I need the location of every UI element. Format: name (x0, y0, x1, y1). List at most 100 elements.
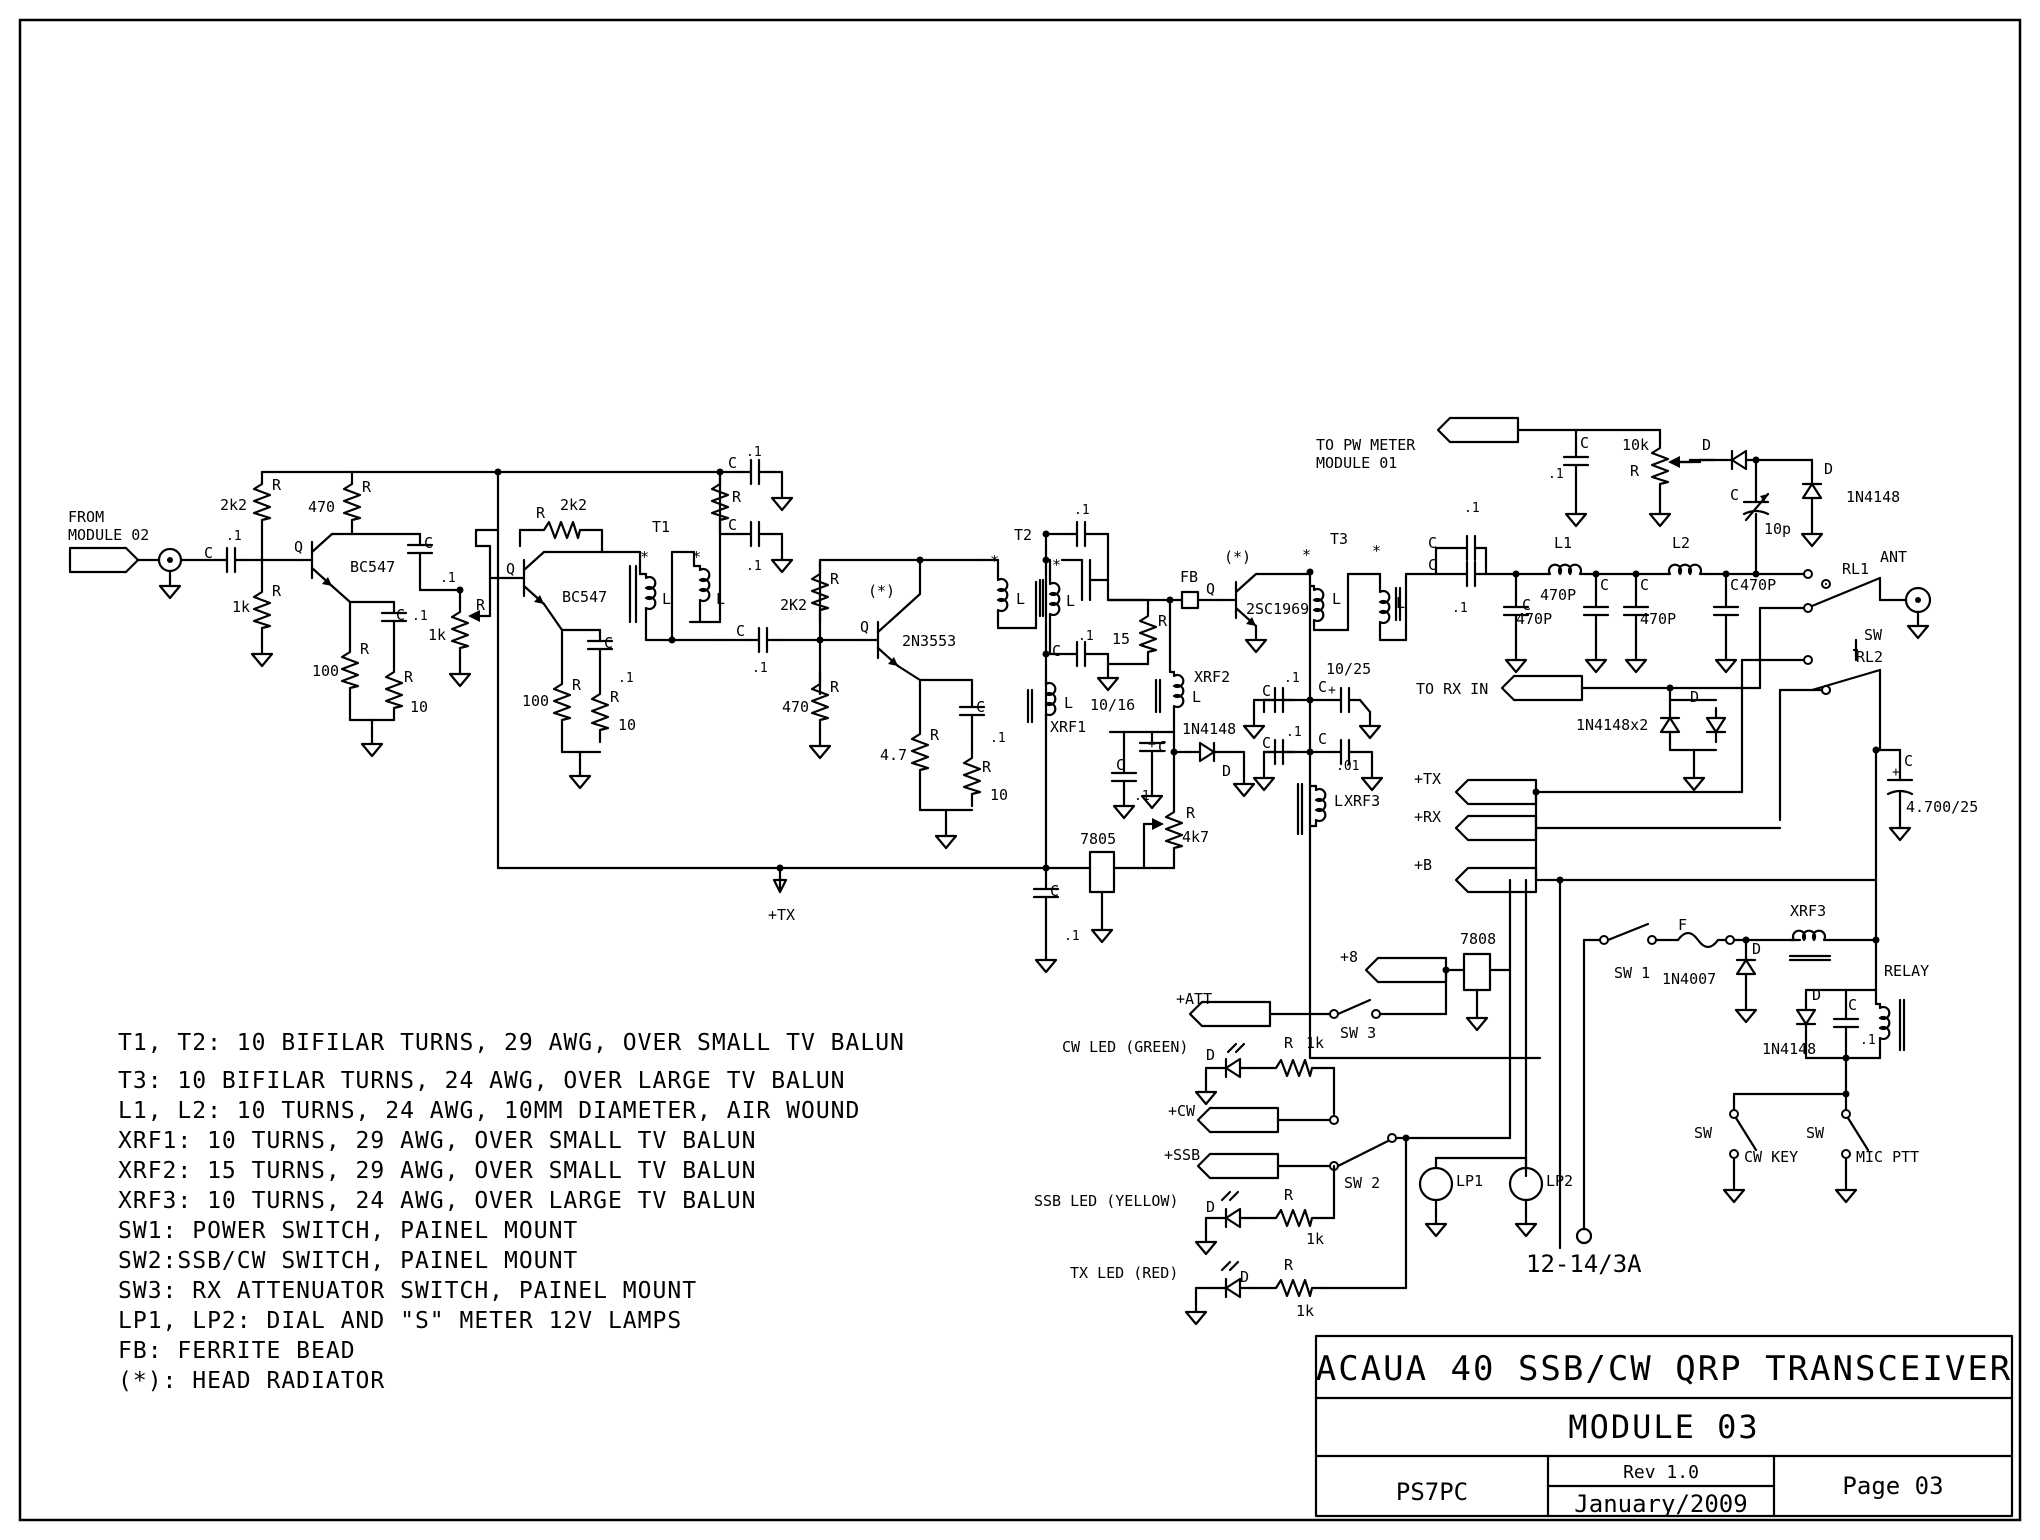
svg-text:RELAY: RELAY (1884, 962, 1929, 980)
svg-text:R: R (1284, 1256, 1294, 1274)
svg-text:D: D (1702, 436, 1711, 454)
from-module-label-1: FROM (68, 508, 104, 526)
svg-text:(*): (*) (868, 582, 895, 600)
svg-text:7808: 7808 (1460, 930, 1496, 948)
from-module-label-2: MODULE 02 (68, 526, 149, 544)
svg-text:*: * (1372, 542, 1381, 560)
svg-text:L: L (1064, 694, 1073, 712)
svg-text:470: 470 (308, 498, 335, 516)
svg-text:.01: .01 (1336, 759, 1359, 774)
svg-text:1k: 1k (1296, 1302, 1314, 1320)
svg-text:FB: FB (1180, 568, 1198, 586)
svg-text:+: + (1148, 737, 1156, 752)
svg-text:L: L (1332, 590, 1341, 608)
svg-text:470: 470 (782, 698, 809, 716)
drawing-title: ACAUA 40 SSB/CW QRP TRANSCEIVER (1316, 1349, 2013, 1389)
svg-text:R: R (1284, 1186, 1294, 1204)
svg-text:D: D (1206, 1198, 1215, 1216)
svg-text:D: D (1240, 1268, 1249, 1286)
svg-text:R: R (272, 476, 282, 494)
svg-text:C: C (976, 698, 985, 716)
tx-port (1454, 778, 1538, 806)
regulator-7805: +TX C .1 7805 (496, 830, 1130, 974)
input-stage: FROM MODULE 02 C .1 2k2 R R 1k Q BC547 4… (68, 470, 512, 758)
revision: Rev 1.0 (1623, 1462, 1699, 1483)
svg-text:(*): (*) (1224, 548, 1251, 566)
relay-coil (1878, 1002, 1891, 1046)
svg-text:TX LED (RED): TX LED (RED) (1070, 1264, 1178, 1282)
svg-text:+TX: +TX (768, 906, 795, 924)
svg-text:SW 2: SW 2 (1344, 1174, 1380, 1192)
ferrite-bead (1180, 590, 1200, 610)
power-meter-detector: TO PW METER MODULE 01 C .1 10k R D (1316, 416, 1900, 576)
svg-text:R: R (572, 676, 582, 694)
svg-text:10k: 10k (1622, 436, 1649, 454)
svg-text:1N4148: 1N4148 (1762, 1040, 1816, 1058)
svg-text:+B: +B (1414, 856, 1432, 874)
svg-text:R: R (1158, 612, 1168, 630)
svg-text:+RX: +RX (1414, 808, 1441, 826)
from-module-02-port (68, 546, 140, 574)
note-line: FB: FERRITE BEAD (118, 1338, 356, 1364)
svg-text:.1: .1 (746, 559, 762, 574)
note-line: L1, L2: 10 TURNS, 24 AWG, 10MM DIAMETER,… (118, 1098, 860, 1124)
lamp-lp1-icon (1418, 1166, 1454, 1202)
svg-text:Q: Q (294, 538, 303, 556)
svg-text:SW 1: SW 1 (1614, 964, 1650, 982)
inductor-l1 (1544, 563, 1588, 576)
svg-text:.1: .1 (1286, 725, 1302, 740)
svg-text:470P: 470P (1516, 610, 1552, 628)
svg-text:10/25: 10/25 (1326, 660, 1371, 678)
svg-text:.1: .1 (618, 671, 634, 686)
svg-text:.1: .1 (746, 445, 762, 460)
transistor-q1 (296, 532, 334, 588)
svg-text:L: L (1016, 590, 1025, 608)
svg-text:2K2: 2K2 (780, 596, 807, 614)
svg-text:Q: Q (1206, 580, 1215, 598)
svg-text:*: * (1302, 546, 1311, 564)
inductor-xrf3-supply (1788, 929, 1832, 942)
svg-text:L: L (662, 590, 671, 608)
svg-text:C: C (1730, 576, 1739, 594)
svg-text:4.7: 4.7 (880, 746, 907, 764)
note-line: LP1, LP2: DIAL AND "S" METER 12V LAMPS (118, 1308, 682, 1334)
svg-text:10: 10 (410, 698, 428, 716)
svg-text:C: C (1730, 486, 1739, 504)
svg-text:C: C (396, 606, 405, 624)
note-line: T1, T2: 10 BIFILAR TURNS, 29 AWG, OVER S… (118, 1030, 905, 1056)
eight-volt-port (1364, 956, 1448, 984)
page-number: Page 03 (1842, 1472, 1943, 1500)
svg-text:.1: .1 (1464, 501, 1480, 516)
svg-text:R: R (404, 668, 414, 686)
svg-text:R: R (610, 688, 620, 706)
transformer-t1: T1 * * L L R C .1 C .1 (628, 445, 794, 644)
svg-text:10: 10 (990, 786, 1008, 804)
svg-text:4.700/25: 4.700/25 (1906, 798, 1978, 816)
lamps: LP1 LP2 (1418, 1156, 1573, 1238)
svg-text:.1: .1 (752, 661, 768, 676)
svg-text:TO PW METER: TO PW METER (1316, 436, 1416, 454)
to-pw-meter-port (1436, 416, 1520, 444)
svg-text:XRF2: XRF2 (1194, 668, 1230, 686)
svg-text:100: 100 (312, 662, 339, 680)
svg-text:D: D (1690, 688, 1699, 706)
svg-text:C: C (1600, 576, 1609, 594)
module-title: MODULE 03 (1568, 1408, 1759, 1446)
note-line: SW2:SSB/CW SWITCH, PAINEL MOUNT (118, 1248, 578, 1274)
svg-text:2SC1969: 2SC1969 (1246, 600, 1309, 618)
svg-text:LP2: LP2 (1546, 1172, 1573, 1190)
svg-text:.1: .1 (1074, 503, 1090, 518)
svg-text:D: D (1206, 1046, 1215, 1064)
svg-text:*: * (640, 548, 649, 566)
svg-text:2k2: 2k2 (560, 496, 587, 514)
svg-text:C: C (1050, 882, 1059, 900)
svg-text:C: C (1640, 576, 1649, 594)
svg-text:D: D (1824, 460, 1833, 478)
fuse-icon (1676, 931, 1720, 949)
note-line: SW1: POWER SWITCH, PAINEL MOUNT (118, 1218, 578, 1244)
svg-text:R: R (1630, 462, 1640, 480)
svg-text:R: R (536, 504, 546, 522)
svg-text:1k: 1k (1306, 1034, 1324, 1052)
final-stage: R 15 FB Q (*) 2SC1969 XRF2 L 10/16 C C + (1090, 548, 1312, 870)
svg-text:MODULE 01: MODULE 01 (1316, 454, 1397, 472)
